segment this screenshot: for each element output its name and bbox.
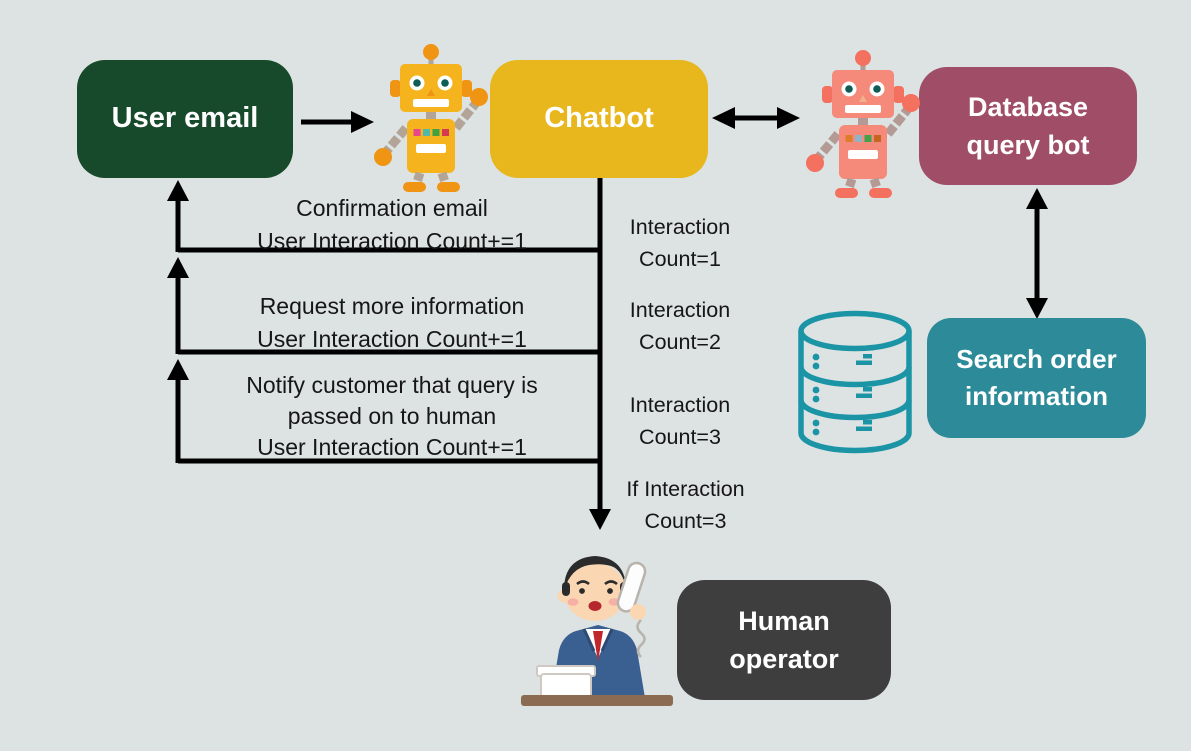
database-query-bot-node: Database query bot (919, 67, 1137, 185)
arrow-dbbot-search-order (1026, 188, 1048, 319)
if-interaction-count-3-label: If Interaction Count=3 (626, 477, 745, 533)
interaction-count-1-label: Interaction Count=1 (629, 215, 731, 271)
message-label-request-more-info: Request more information User Interactio… (257, 293, 527, 352)
arrow-chatbot-database-bot (712, 107, 800, 129)
search-order-information-node: Search order information (927, 318, 1146, 438)
yellow-robot-icon (374, 44, 488, 192)
interaction-count-3-label: Interaction Count=3 (629, 393, 731, 449)
message-label-notify-customer: Notify customer that query is passed on … (246, 372, 538, 460)
pink-robot-icon (806, 50, 920, 198)
user-email-node: User email (77, 60, 293, 178)
arrow-user-email-to-chatbot (301, 111, 374, 133)
database-icon (798, 310, 912, 454)
human-operator-node: Human operator (677, 580, 891, 700)
message-label-confirmation-email: Confirmation email User Interaction Coun… (257, 195, 527, 254)
chatbot-node: Chatbot (490, 60, 708, 178)
interaction-count-2-label: Interaction Count=2 (629, 298, 731, 354)
human-operator-illustration (521, 556, 673, 706)
